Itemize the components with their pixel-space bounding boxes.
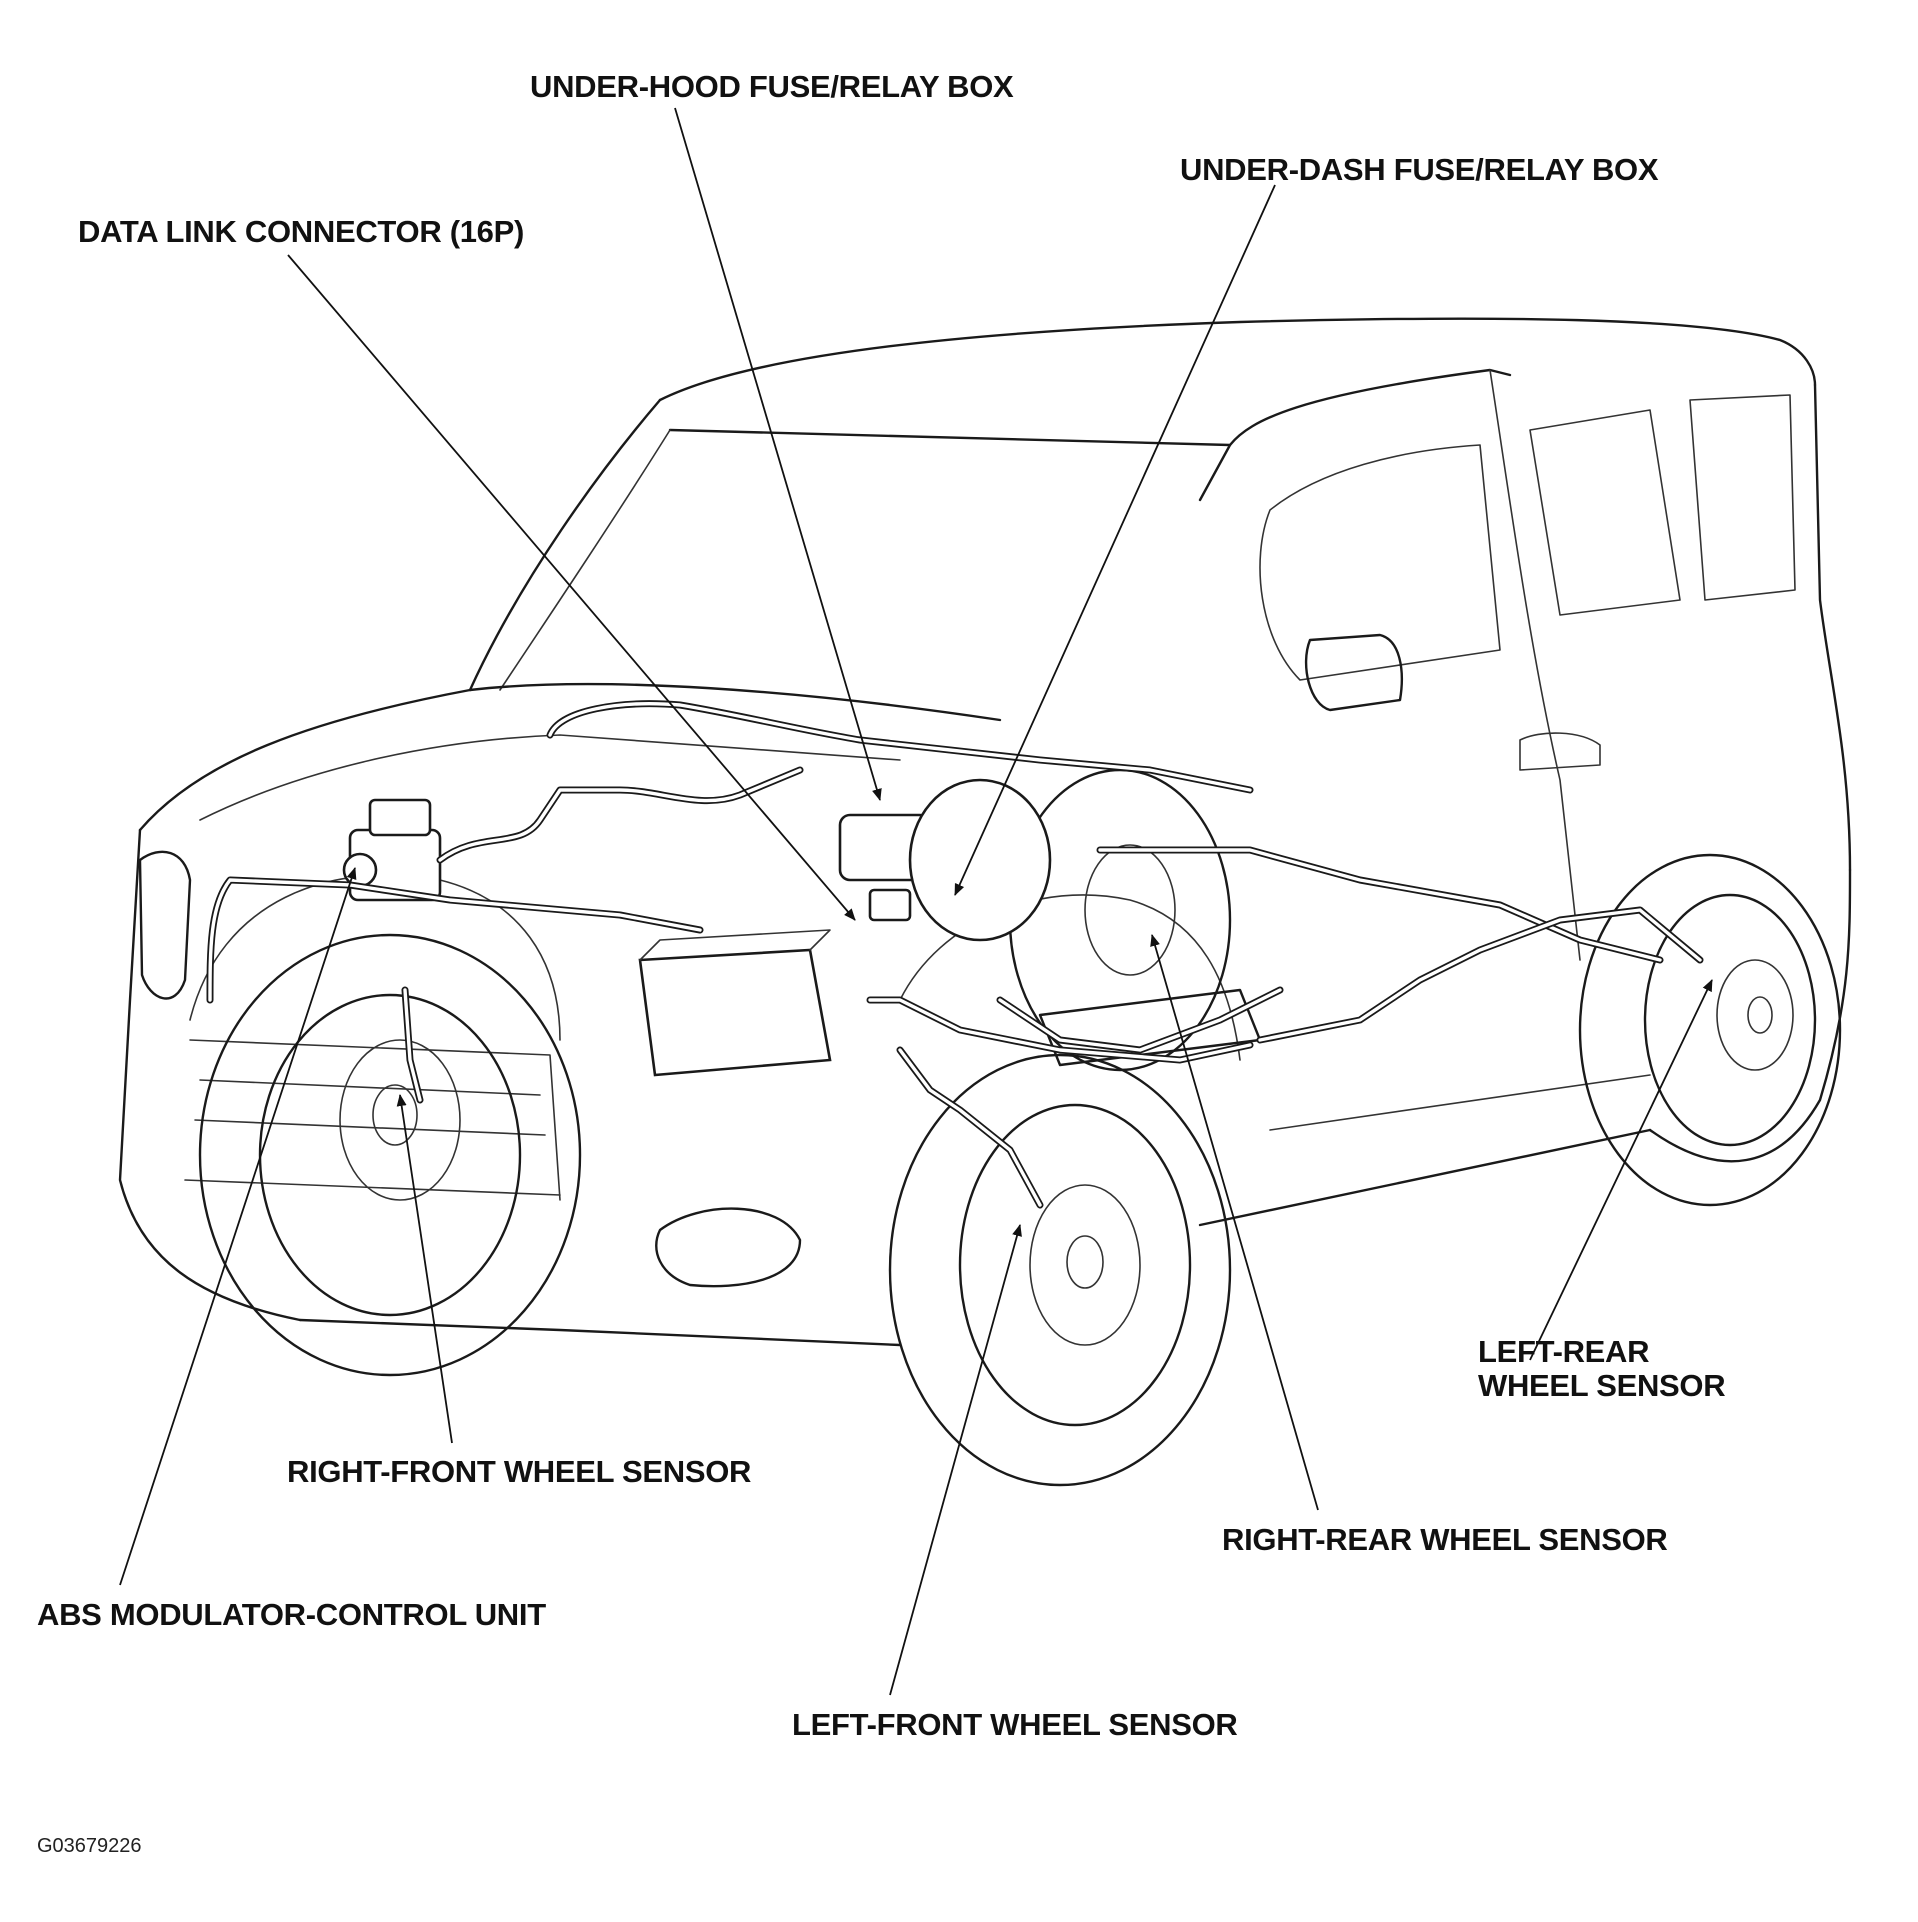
battery <box>638 929 832 1077</box>
leader-under-hood-fuse-relay-box <box>674 107 882 801</box>
label-left-rear-wheel-sensor-line1: LEFT-REAR <box>1478 1334 1650 1369</box>
leader-right-front-wheel-sensor <box>396 1094 453 1444</box>
abs-modulator-unit <box>342 798 442 902</box>
leader-under-dash-fuse-relay-box <box>954 184 1276 896</box>
label-under-dash-fuse-relay-box: UNDER-DASH FUSE/RELAY BOX <box>1180 152 1659 187</box>
vehicle-body-outline <box>118 317 1852 1347</box>
leader-left-rear-wheel-sensor <box>1529 979 1713 1361</box>
label-right-rear-wheel-sensor: RIGHT-REAR WHEEL SENSOR <box>1222 1522 1668 1557</box>
label-left-rear-wheel-sensor-line2: WHEEL SENSOR <box>1478 1368 1726 1403</box>
leader-abs-modulator-control-unit <box>119 867 357 1586</box>
wiring-harness <box>206 700 1704 1209</box>
label-abs-modulator-control-unit: ABS MODULATOR-CONTROL UNIT <box>37 1597 546 1632</box>
leader-right-rear-wheel-sensor <box>1150 934 1319 1511</box>
left-front-wheel <box>888 1053 1232 1487</box>
leader-left-front-wheel-sensor <box>889 1224 1022 1696</box>
figure-id: G03679226 <box>37 1835 142 1857</box>
left-rear-wheel <box>1578 853 1842 1207</box>
label-right-front-wheel-sensor: RIGHT-FRONT WHEEL SENSOR <box>287 1454 752 1489</box>
label-data-link-connector: DATA LINK CONNECTOR (16P) <box>78 214 525 249</box>
label-left-front-wheel-sensor: LEFT-FRONT WHEEL SENSOR <box>792 1707 1238 1742</box>
label-under-hood-fuse-relay-box: UNDER-HOOD FUSE/RELAY BOX <box>530 69 1014 104</box>
brake-master-cylinder <box>838 778 1052 942</box>
label-left-rear-wheel-sensor: LEFT-REAR WHEEL SENSOR <box>1478 1334 1726 1403</box>
leader-data-link-connector <box>287 254 856 921</box>
leader-lines <box>119 107 1713 1696</box>
